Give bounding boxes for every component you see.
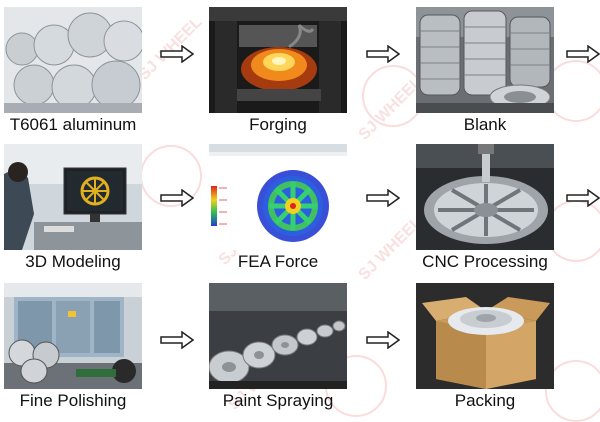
arrow-right-icon bbox=[160, 331, 194, 349]
arrow-right-icon bbox=[366, 189, 400, 207]
step-label: Forging bbox=[249, 115, 307, 134]
fea-simulation-photo bbox=[209, 144, 347, 250]
step-label: FEA Force bbox=[237, 252, 319, 271]
arrow-right-icon bbox=[366, 45, 400, 63]
arrow-right-icon bbox=[366, 331, 400, 349]
wheel-blanks-photo bbox=[416, 7, 554, 113]
step-label: CNC Processing bbox=[422, 252, 548, 271]
cad-workstation-photo bbox=[4, 144, 142, 250]
step-label: Fine Polishing bbox=[19, 391, 127, 410]
forging-press-photo bbox=[209, 7, 347, 113]
cnc-machining-photo bbox=[416, 144, 554, 250]
paint-line-photo bbox=[209, 283, 347, 389]
step-label: Blank bbox=[463, 115, 507, 134]
step-label: T6061 aluminum bbox=[9, 115, 137, 134]
aluminum-bars-photo bbox=[4, 7, 142, 113]
arrow-right-icon bbox=[160, 189, 194, 207]
polishing-booth-photo bbox=[4, 283, 142, 389]
arrow-right-icon bbox=[566, 45, 600, 63]
arrow-right-icon bbox=[160, 45, 194, 63]
arrow-right-icon bbox=[566, 189, 600, 207]
packing-box-photo bbox=[416, 283, 554, 389]
step-label: Paint Spraying bbox=[222, 391, 334, 410]
step-label: 3D Modeling bbox=[25, 252, 121, 271]
step-label: Packing bbox=[454, 391, 516, 410]
